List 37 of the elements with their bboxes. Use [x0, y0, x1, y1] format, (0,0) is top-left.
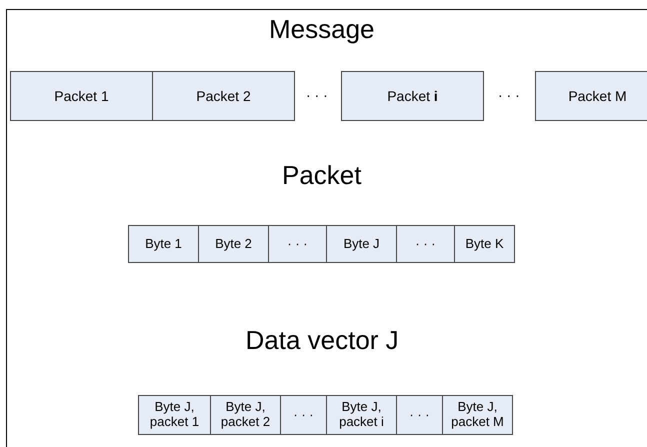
field-box	[454, 225, 515, 263]
field-box	[326, 395, 397, 435]
field-label: Byte J, packet 2	[220, 400, 272, 430]
field-label: Byte J	[343, 236, 380, 252]
field-label: · · ·	[415, 236, 436, 252]
field-label: Byte J, packet 1	[148, 400, 200, 430]
field-label: Packet 1	[54, 88, 109, 104]
field-box	[128, 225, 199, 263]
field-label: Packet M	[568, 88, 627, 104]
field-box	[10, 71, 153, 121]
field-label: Byte 1	[145, 236, 182, 252]
ellipsis: · · ·	[306, 87, 328, 103]
field-box	[341, 71, 484, 121]
field-label: · · ·	[287, 236, 308, 252]
heading: Packet	[282, 160, 362, 191]
field-label: Packet i	[387, 88, 438, 104]
field-label: Byte K	[465, 236, 504, 252]
field-box	[152, 71, 295, 121]
field-label: · · ·	[293, 408, 314, 422]
field-box	[138, 395, 211, 435]
field-box	[280, 395, 327, 435]
field-box	[268, 225, 327, 263]
field-box	[326, 225, 397, 263]
field-label: Byte J, packet i	[338, 400, 385, 430]
field-label: Packet 2	[196, 88, 251, 104]
ellipsis: · · ·	[498, 87, 520, 103]
field-label: Byte J, packet M	[450, 400, 505, 430]
field-label: · · ·	[409, 408, 430, 422]
field-box	[210, 395, 281, 435]
field-box	[442, 395, 513, 435]
field-box	[396, 395, 443, 435]
heading: Message	[269, 14, 374, 45]
heading: Data vector J	[246, 325, 399, 356]
field-box	[396, 225, 455, 263]
field-box	[535, 71, 647, 121]
field-label: Byte 2	[215, 236, 252, 252]
field-box	[198, 225, 269, 263]
